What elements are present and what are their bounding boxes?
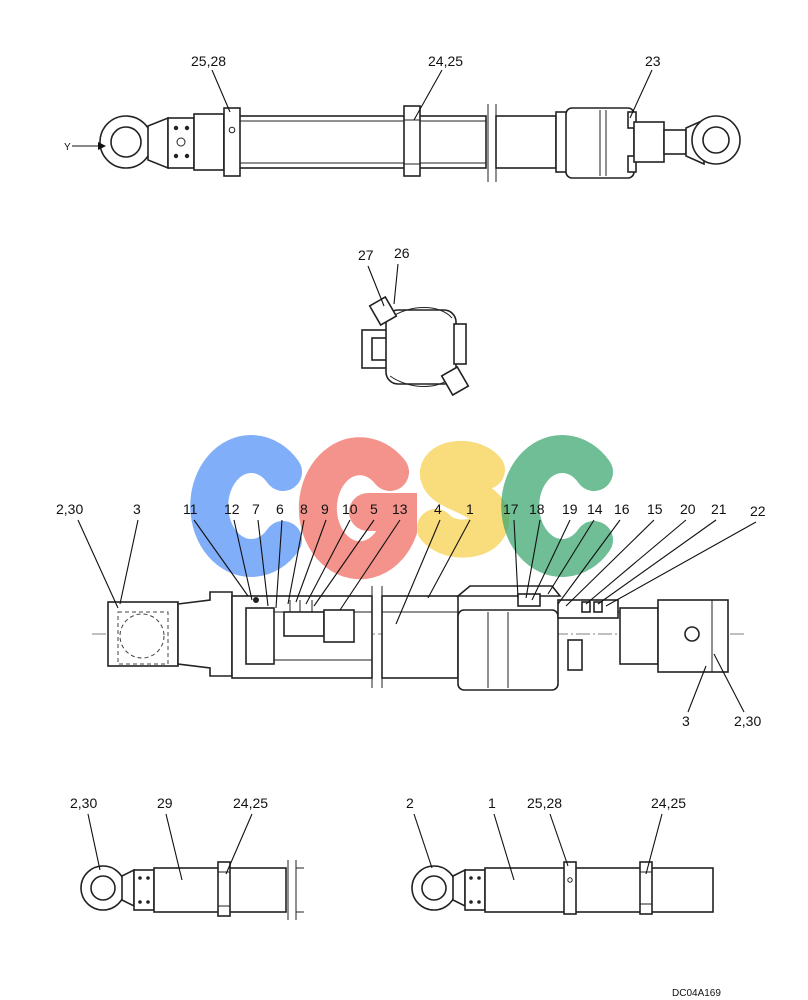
callout-detail-1: 26 <box>394 245 410 261</box>
callout-section-3: 12 <box>224 501 240 517</box>
detail-head-cap <box>453 323 467 365</box>
section-head-bolt <box>567 639 583 671</box>
pipe-clamp-25-28 <box>223 107 241 177</box>
callout-lower-left-0: 2,30 <box>70 795 97 811</box>
callout-section-bottom-0: 3 <box>682 713 690 729</box>
piston-rod-gland <box>633 121 665 163</box>
section-grease-nipple <box>684 626 700 642</box>
callout-detail-0: 27 <box>358 247 374 263</box>
callout-section-0: 2,30 <box>56 501 83 517</box>
callout-section-18: 15 <box>647 501 663 517</box>
callout-top-2: 23 <box>645 53 661 69</box>
callout-section-7: 9 <box>321 501 329 517</box>
sectional-cylinder-view: 2,30 3 11 12 7 6 8 9 10 5 13 4 1 17 18 1… <box>56 501 766 729</box>
left-eye-bore <box>110 126 142 158</box>
head-bolt-23 <box>627 111 637 129</box>
callout-top-0: 25,28 <box>191 53 226 69</box>
lower-left-mount-plate <box>133 869 155 911</box>
section-piston-ring <box>283 611 325 637</box>
callout-lower-right-1: 1 <box>488 795 496 811</box>
callout-section-19: 20 <box>680 501 696 517</box>
callout-section-1: 3 <box>133 501 141 517</box>
cylinder-tube-right <box>495 115 557 169</box>
lower-left-eye-bore <box>90 875 116 901</box>
detail-fitting-26 <box>368 295 398 327</box>
watermark <box>190 435 613 580</box>
callout-section-2: 11 <box>183 501 198 517</box>
section-rod-end <box>619 607 659 665</box>
section-piston-nut <box>323 609 355 643</box>
section-bottom-end <box>177 591 233 677</box>
lower-right-clamp-25-28 <box>563 861 577 915</box>
section-seal-20 <box>581 601 591 613</box>
pipe-clamp-24-25 <box>403 105 421 177</box>
right-eye-bore <box>702 126 730 154</box>
callout-section-12: 1 <box>466 501 474 517</box>
lower-left-cylinder-view: 2,30 29 24,25 <box>70 795 304 920</box>
watermark-letter-3 <box>417 440 509 558</box>
callout-section-16: 14 <box>587 501 603 517</box>
lower-right-eye-bore <box>421 875 447 901</box>
callout-lower-right-3: 24,25 <box>651 795 686 811</box>
piston-rod <box>663 129 687 155</box>
callout-section-11: 4 <box>434 501 442 517</box>
view-marker-label: Y <box>64 142 71 153</box>
lower-right-mount-plate <box>464 869 486 911</box>
callout-section-21: 22 <box>750 503 766 519</box>
callout-section-8: 10 <box>342 501 358 517</box>
callout-section-6: 8 <box>300 501 308 517</box>
detail-fitting-lower <box>440 365 470 397</box>
watermark-letter-4 <box>501 435 613 577</box>
section-head-top <box>455 585 562 597</box>
left-mount-plate <box>167 117 195 169</box>
lower-right-cylinder-view: 2 1 25,28 24,25 <box>406 795 714 915</box>
watermark-letter-2 <box>298 437 417 580</box>
callout-section-10: 13 <box>392 501 408 517</box>
callout-section-17: 16 <box>614 501 630 517</box>
callout-section-5: 6 <box>276 501 284 517</box>
watermark-letter-1 <box>190 435 302 577</box>
top-cylinder-view: Y 25,28 24,25 23 <box>64 53 741 182</box>
lower-left-clamp <box>217 861 231 917</box>
section-tube-right <box>381 595 459 679</box>
cylinder-tube <box>223 115 487 169</box>
callout-lower-left-1: 29 <box>157 795 173 811</box>
callout-section-9: 5 <box>370 501 378 517</box>
section-head-seal <box>517 593 541 607</box>
callout-section-20: 21 <box>711 501 727 517</box>
callout-lower-right-2: 25,28 <box>527 795 562 811</box>
drawing-code: DC04A169 <box>672 988 721 999</box>
callout-section-bottom-1: 2,30 <box>734 713 761 729</box>
callout-lower-left-2: 24,25 <box>233 795 268 811</box>
head-bolt-lower <box>627 155 637 173</box>
callout-section-15: 19 <box>562 501 578 517</box>
tube-left-end <box>193 113 225 171</box>
callout-section-14: 18 <box>529 501 545 517</box>
section-seal-21 <box>593 601 603 613</box>
lower-right-clamp-24-25 <box>639 861 653 915</box>
callout-section-13: 17 <box>503 501 519 517</box>
left-eye-neck <box>147 116 169 170</box>
callout-top-1: 24,25 <box>428 53 463 69</box>
callout-section-4: 7 <box>252 501 260 517</box>
head-detail-view: 27 26 <box>358 245 470 397</box>
lower-right-tube <box>484 867 714 913</box>
section-piston <box>245 607 275 665</box>
callout-lower-right-0: 2 <box>406 795 414 811</box>
